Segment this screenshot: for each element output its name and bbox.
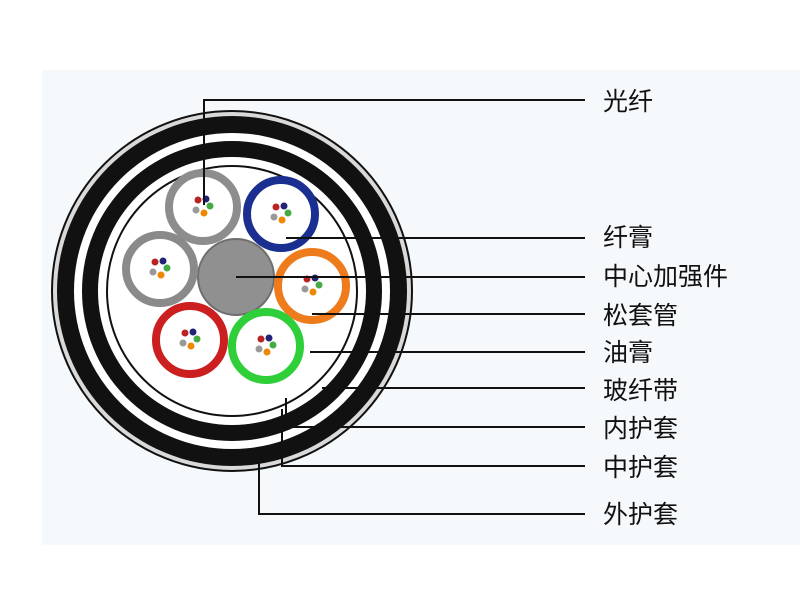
leader-lines [203,99,585,515]
label-filling-compound: 油膏 [603,338,653,367]
leader-inner-sheath [285,398,585,428]
label-fiber: 光纤 [603,87,653,116]
loose-tube-red [152,302,228,378]
leader-middle-sheath [281,409,585,467]
label-inner-sheath: 内护套 [603,414,678,443]
label-middle-sheath: 中护套 [603,453,678,482]
label-outer-sheath: 外护套 [603,500,678,529]
loose-tube-blue [243,176,319,252]
loose-tube-gray [122,231,198,307]
leader-fiber [203,99,585,205]
loose-tube-orange [274,248,350,324]
label-loose-tube: 松套管 [603,301,678,330]
label-central-strength-member: 中心加强件 [603,262,728,291]
leader-outer-sheath [258,458,585,515]
label-fiber-paste: 纤膏 [603,223,653,252]
label-glass-fiber-tape: 玻纤带 [603,376,678,405]
loose-tube-green [228,308,304,384]
